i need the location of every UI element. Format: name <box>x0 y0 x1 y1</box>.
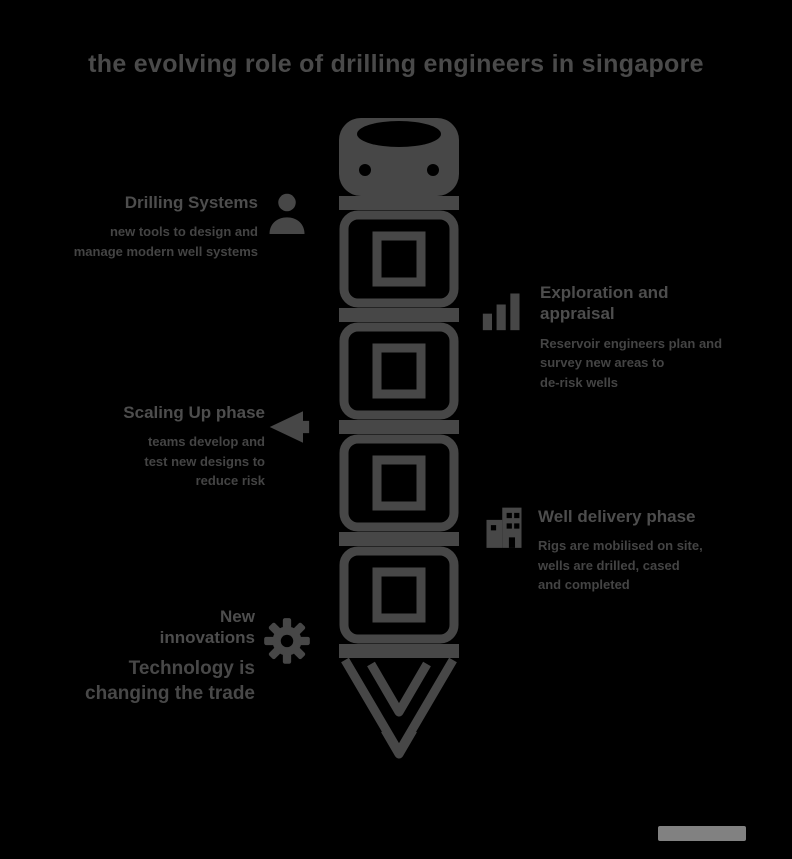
stage-2-block: Exploration and appraisal Reservoir engi… <box>540 282 745 392</box>
segment-2-outer <box>339 322 459 420</box>
joint-band-0 <box>339 196 459 210</box>
stage-3-heading: Scaling Up phase <box>123 403 265 422</box>
stage-1-body-line: new tools to design and <box>109 224 258 240</box>
page-title: the evolving role of drilling engineers … <box>88 50 704 78</box>
stage-3-body-line: teams develop and <box>147 434 265 450</box>
drill-pencil-svg <box>339 118 459 759</box>
stage-5-heading-line: New <box>220 607 255 626</box>
tip-point <box>381 727 417 759</box>
segment-2-inner <box>372 343 426 399</box>
stage-2-heading-line: appraisal <box>540 304 615 324</box>
segment-4-outer <box>339 546 459 644</box>
stage-5-heading: New innovations <box>40 606 255 649</box>
stage-2-body-line: de-risk wells <box>540 374 619 390</box>
funnel-icon <box>268 406 310 448</box>
stage-2-body-line: Reservoir engineers plan and <box>540 335 723 351</box>
joint-band-4 <box>339 644 459 658</box>
segment-4-inner <box>372 567 426 623</box>
stage-4-body-line: and completed <box>538 577 630 593</box>
drill-pencil-diagram <box>333 112 465 768</box>
drill-cap-rivet-right <box>427 164 439 176</box>
drill-cap-rivet-left <box>359 164 371 176</box>
stage-4-body-line: Rigs are mobilised on site, <box>538 538 703 554</box>
segment-1-outer <box>339 210 459 308</box>
tip-inner <box>367 661 431 717</box>
watermark-logo <box>658 826 746 841</box>
stage-5-body-line: Technology is <box>128 657 255 679</box>
stage-4-block: Well delivery phase Rigs are mobilised o… <box>538 506 738 595</box>
stage-1-heading: Drilling Systems <box>124 193 258 212</box>
bar-chart-icon <box>481 288 525 332</box>
stage-5-block: New innovations Technology is changing t… <box>40 606 255 707</box>
drill-cap-opening <box>357 121 441 147</box>
segment-3-outer <box>339 434 459 532</box>
person-icon <box>266 190 308 236</box>
stage-3-block: Scaling Up phase teams develop and test … <box>40 402 265 491</box>
stage-5-body-line: changing the trade <box>85 683 255 705</box>
stage-4-body-line: wells are drilled, cased <box>538 557 680 573</box>
stage-2-body-line: survey new areas to <box>540 355 665 370</box>
segment-1-inner <box>372 231 426 287</box>
stage-2-heading: Exploration and appraisal <box>540 282 745 325</box>
stage-5-heading-line: innovations <box>159 628 255 648</box>
joint-band-1 <box>339 308 459 322</box>
stage-1-block: Drilling Systems new tools to design and… <box>40 192 258 261</box>
gear-icon <box>262 614 312 670</box>
stage-3-body-line: test new designs to <box>144 453 265 469</box>
stage-1-body-line: manage modern well systems <box>73 243 258 259</box>
segment-3-inner <box>372 455 426 511</box>
building-icon <box>483 504 525 548</box>
stage-2-heading-line: Exploration and <box>540 283 669 302</box>
joint-band-2 <box>339 420 459 434</box>
stage-3-body-line: reduce risk <box>195 473 265 489</box>
stage-4-heading: Well delivery phase <box>538 507 696 526</box>
joint-band-3 <box>339 532 459 546</box>
